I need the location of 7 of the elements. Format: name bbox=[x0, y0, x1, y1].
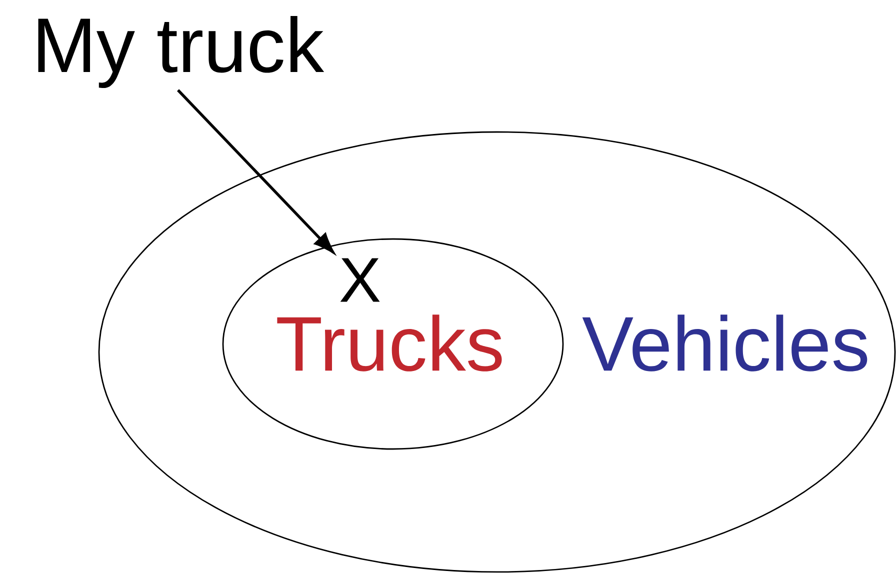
set-ellipse bbox=[222, 238, 564, 450]
set-label: Trucks bbox=[277, 314, 502, 372]
set-ellipse bbox=[98, 131, 896, 573]
point-mark: X bbox=[340, 258, 380, 302]
set-label: Vehicles bbox=[582, 314, 868, 372]
arrow bbox=[176, 89, 334, 254]
annotation-label: My truck bbox=[38, 16, 324, 88]
